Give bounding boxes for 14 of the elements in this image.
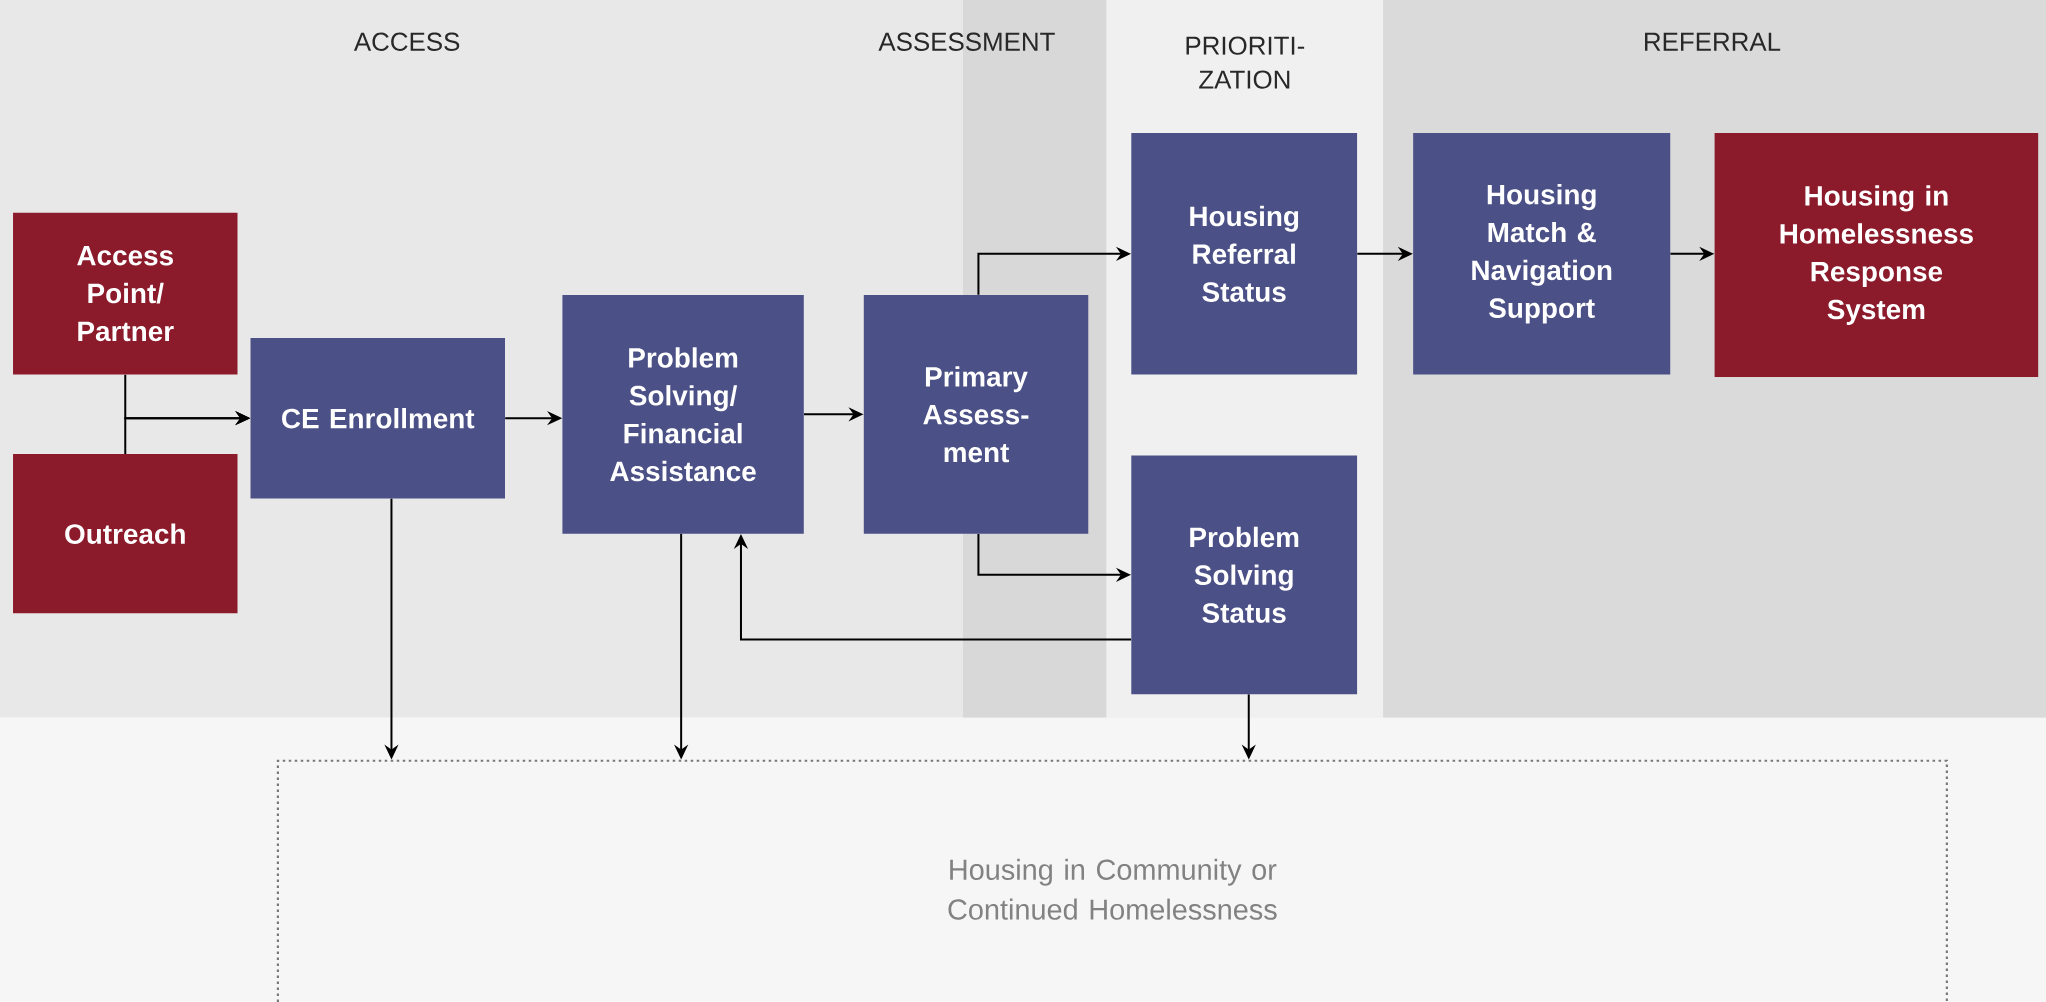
process-box: Housing Match & Navigation Support <box>1413 133 1671 375</box>
process-box: CE Enrollment <box>250 337 505 499</box>
process-box: Problem Solving Status <box>1131 455 1358 695</box>
process-box: Primary Assess- ment <box>863 294 1089 534</box>
process-box: Access Point/ Partner <box>13 212 238 375</box>
column-heading: ACCESS <box>353 32 460 51</box>
process-box: Problem Solving/ Financial Assistance <box>562 294 804 534</box>
process-box: Housing Referral Status <box>1131 133 1358 375</box>
process-box: Outreach <box>13 454 238 614</box>
column-heading: REFERRAL <box>1645 32 1781 51</box>
process-box: Housing in Homelessness Response System <box>1714 133 2039 378</box>
column-heading: PRIORITI- ZATION <box>1186 36 1305 89</box>
outcome-box: Housing in Community or Continued Homelessness <box>276 759 1948 1002</box>
column-heading: ASSESSMENT <box>878 32 1055 51</box>
